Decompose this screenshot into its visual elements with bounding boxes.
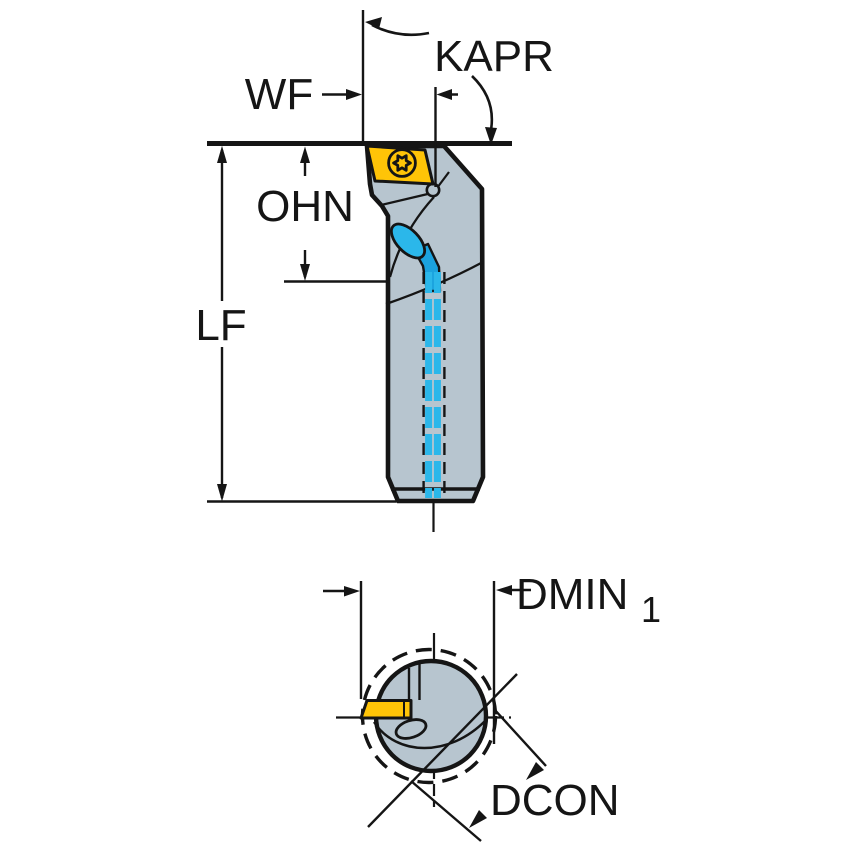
coolant-channel — [390, 222, 446, 498]
insert-seat-circle — [425, 182, 441, 198]
kapr-arrowhead-lower-icon — [485, 127, 497, 145]
end-view-face-arc — [372, 719, 487, 750]
dimension-lf: LF — [195, 145, 396, 503]
dimension-ohn: OHN — [256, 146, 389, 283]
head-bevel-edge — [436, 171, 450, 189]
dmin-subscript-label: 1 — [641, 589, 661, 630]
kapr-arc-upper — [371, 23, 430, 37]
dcon-arrowhead-upper-icon — [526, 762, 544, 780]
dcon-tangent-line-upper — [493, 708, 547, 767]
dmin-arrowhead-right-icon — [496, 585, 512, 596]
dcon-diameter-line — [367, 673, 518, 828]
lf-arrowhead-up-icon — [217, 145, 227, 163]
ohn-arrowhead-up-icon — [300, 146, 310, 163]
wf-label: WF — [245, 70, 313, 119]
kapr-arrowhead-upper-icon — [365, 17, 382, 29]
lf-label: LF — [195, 301, 246, 350]
dimension-wf: WF — [245, 70, 458, 119]
dimension-kapr: KAPR — [365, 17, 554, 145]
dcon-label: DCON — [490, 776, 620, 825]
kapr-arc-lower — [471, 75, 494, 131]
dimension-dcon: DCON — [367, 673, 620, 842]
cutting-insert — [365, 144, 435, 186]
dcon-tangent-line-lower — [410, 780, 482, 842]
ohn-arrowhead-down-icon — [300, 264, 310, 281]
coolant-jet-drop — [390, 222, 426, 260]
side-view: WF KAPR OHN LF — [195, 10, 554, 532]
insert-end-view — [359, 699, 413, 720]
dimension-dmin1: DMIN 1 — [323, 570, 661, 744]
wf-arrowhead-right-icon — [346, 89, 362, 100]
tool-body — [364, 143, 486, 504]
torx-screw-head — [387, 148, 417, 178]
torx-screw-star-icon — [392, 154, 412, 172]
ohn-label: OHN — [256, 182, 354, 231]
wf-arrowhead-left-icon — [436, 89, 452, 100]
dcon-arrowhead-lower-icon — [469, 810, 487, 828]
lf-arrowhead-down-icon — [217, 484, 227, 502]
insert-body — [365, 144, 435, 186]
head-face-edge — [380, 191, 433, 207]
dmin-label: DMIN — [516, 570, 628, 619]
kapr-label: KAPR — [434, 32, 554, 81]
dmin-arrowhead-left-icon — [344, 586, 360, 597]
coolant-outlet-hole — [394, 718, 428, 740]
end-view: DMIN 1 DCON — [323, 570, 661, 842]
